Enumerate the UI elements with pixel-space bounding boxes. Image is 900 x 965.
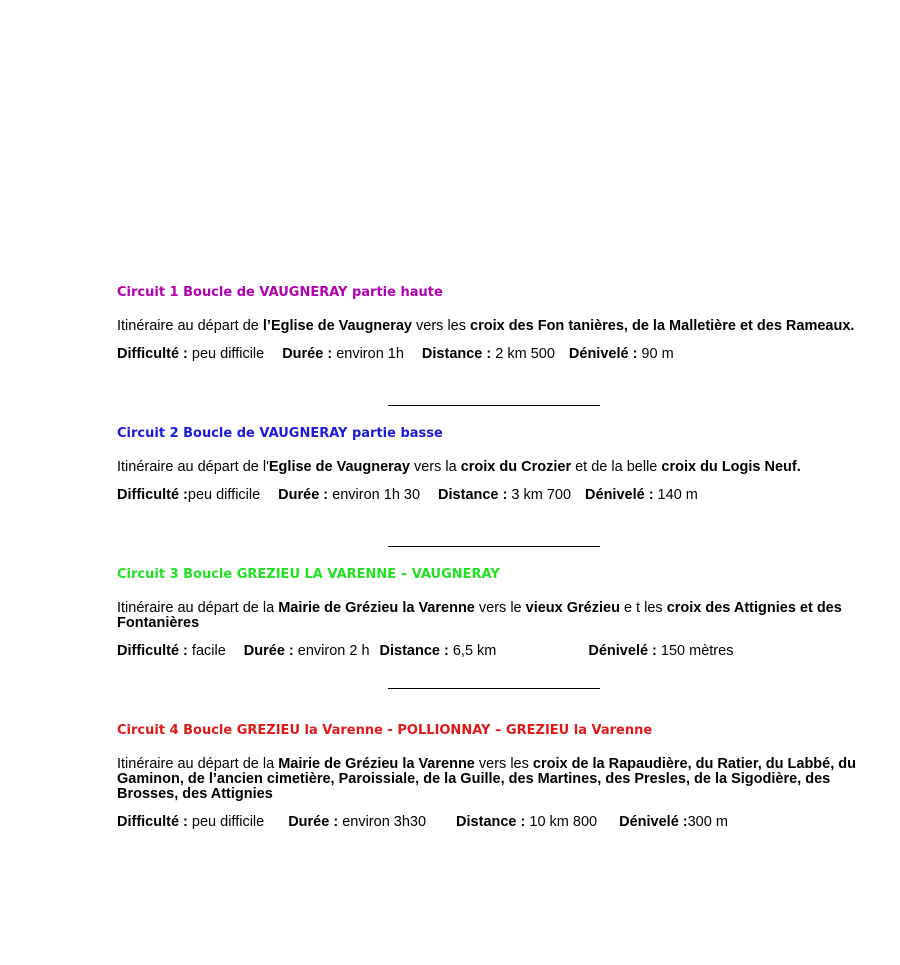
difficulte-label: Difficulté : — [117, 814, 188, 830]
circuit-1-stats: Difficulté : peu difficile Durée : enviro… — [117, 346, 887, 362]
circuit-1-itinerary: Itinéraire au départ de l’Eglise de Vaug… — [117, 319, 887, 334]
circuit-3-stats: Difficulté : facile Durée : environ 2 h Di… — [117, 643, 887, 659]
distance-value: 6,5 km — [448, 643, 497, 659]
separator-line — [388, 405, 600, 406]
denivele-value: 90 m — [637, 346, 674, 362]
circuit-2: Circuit 2 Boucle de VAUGNERAY partie bas… — [117, 426, 887, 503]
distance-label: Distance : — [456, 814, 526, 830]
itin-text: et de la belle — [571, 459, 662, 475]
itin-bold: Mairie de Grézieu la Varenne — [278, 600, 475, 616]
circuit-3-itinerary: Itinéraire au départ de la Mairie de Gré… — [117, 601, 887, 631]
difficulte-label: Difficulté : — [117, 487, 188, 503]
denivele-value: 300 m — [687, 814, 728, 830]
distance-label: Distance : — [438, 487, 508, 503]
itin-text: vers les — [474, 756, 533, 772]
itin-text: Itinéraire au départ de l' — [117, 459, 269, 475]
duree-value: environ 2 h — [293, 643, 370, 659]
itin-bold: croix du Logis Neuf. — [661, 459, 801, 475]
circuit-4-stats: Difficulté : peu difficile Durée : enviro… — [117, 814, 887, 830]
circuit-2-title: Circuit 2 Boucle de VAUGNERAY partie bas… — [117, 426, 443, 441]
denivele-value: 150 mètres — [656, 643, 734, 659]
itin-bold: croix de la Rapaudière, du Ratier, du La… — [117, 756, 856, 802]
distance-value: 2 km 500 — [491, 346, 555, 362]
denivele-label: Dénivelé : — [585, 487, 654, 503]
denivele-label: Dénivelé : — [568, 346, 638, 362]
circuit-1-title: Circuit 1 Boucle de VAUGNERAY partie hau… — [117, 285, 443, 300]
difficulte-value: peu difficile — [187, 346, 265, 362]
denivele-value: 140 m — [653, 487, 698, 503]
duree-value: environ 1h 30 — [328, 487, 421, 503]
itin-bold: Mairie de Grézieu la Varenne — [278, 756, 475, 772]
itin-bold: croix des Attignies et des Fontanières — [117, 600, 842, 631]
duree-label: Durée : — [243, 643, 294, 659]
itin-text: e t les — [619, 600, 667, 616]
difficulte-value: peu difficile — [187, 487, 261, 503]
difficulte-label: Difficulté : — [117, 643, 188, 659]
circuit-4-title: Circuit 4 Boucle GREZIEU la Varenne - PO… — [117, 723, 653, 738]
distance-label: Distance : — [379, 643, 449, 659]
itin-bold: croix des Fon tanières, de la Malletière… — [470, 318, 855, 334]
duree-label: Durée : — [282, 346, 333, 362]
separator-line — [388, 688, 600, 689]
itin-text: vers la — [409, 459, 461, 475]
duree-value: environ 1h — [332, 346, 404, 362]
itin-text: vers les — [412, 318, 471, 334]
itin-text: vers le — [474, 600, 526, 616]
separator-line — [388, 546, 600, 547]
denivele-label: Dénivelé : — [619, 814, 688, 830]
itin-bold: l’Eglise de Vaugneray — [262, 318, 412, 334]
duree-label: Durée : — [278, 487, 329, 503]
itin-bold: croix du Crozier — [460, 459, 572, 475]
denivele-label: Dénivelé : — [588, 643, 657, 659]
circuit-3: Circuit 3 Boucle GREZIEU LA VARENNE – VA… — [117, 567, 887, 659]
difficulte-label: Difficulté : — [117, 346, 188, 362]
itin-bold: Eglise de Vaugneray — [268, 459, 410, 475]
difficulte-value: peu difficile — [187, 814, 265, 830]
circuit-1: Circuit 1 Boucle de VAUGNERAY partie hau… — [117, 285, 887, 362]
itin-bold: vieux Grézieu — [525, 600, 620, 616]
itin-text: Itinéraire au départ de la — [117, 756, 279, 772]
distance-value: 10 km 800 — [525, 814, 598, 830]
difficulte-value: facile — [187, 643, 226, 659]
circuit-4-itinerary: Itinéraire au départ de la Mairie de Gré… — [117, 757, 887, 802]
itin-text: Itinéraire au départ de — [117, 318, 263, 334]
duree-label: Durée : — [288, 814, 339, 830]
distance-label: Distance : — [421, 346, 492, 362]
itin-text: Itinéraire au départ de la — [117, 600, 279, 616]
circuit-2-itinerary: Itinéraire au départ de l'Eglise de Vaug… — [117, 460, 887, 475]
duree-value: environ 3h30 — [338, 814, 427, 830]
circuit-4: Circuit 4 Boucle GREZIEU la Varenne - PO… — [117, 723, 887, 830]
circuit-2-stats: Difficulté :peu difficile Durée : environ… — [117, 487, 887, 503]
circuit-3-title: Circuit 3 Boucle GREZIEU LA VARENNE – VA… — [117, 567, 500, 582]
distance-value: 3 km 700 — [507, 487, 572, 503]
